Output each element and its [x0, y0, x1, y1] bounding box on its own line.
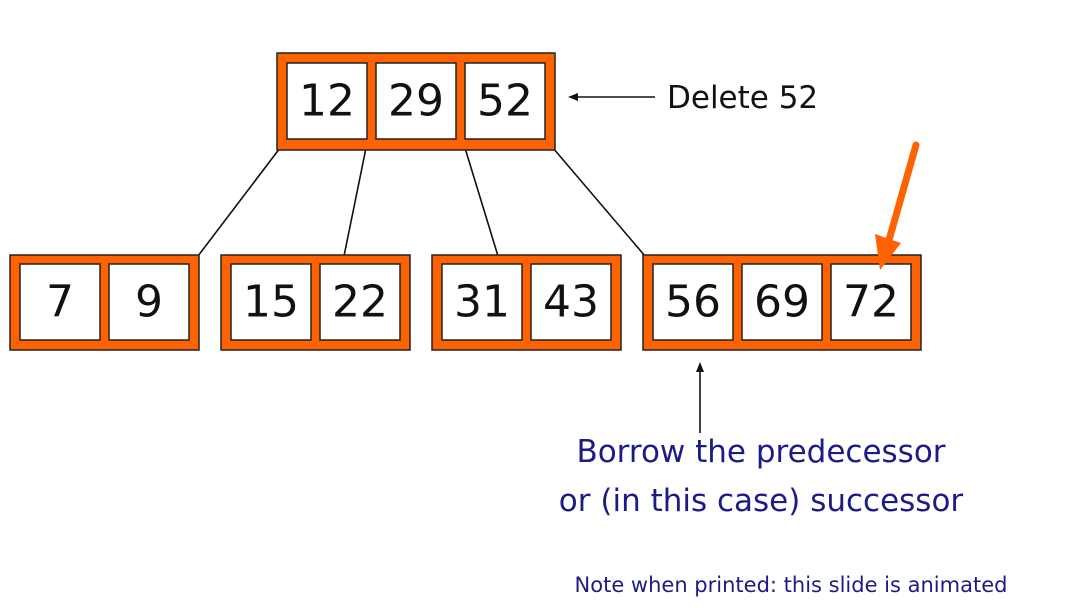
root-node: 12 29 52 — [276, 52, 556, 151]
root-key-1: 12 — [299, 76, 355, 127]
footnote: Note when printed: this slide is animate… — [575, 573, 1008, 597]
leaf-4-key-2: 69 — [754, 277, 810, 328]
root-key-box-3 — [464, 62, 546, 140]
leaf-1-key-box-2 — [108, 263, 190, 341]
tree-edges — [197, 147, 646, 257]
leaf-node-2: 15 22 — [220, 254, 411, 351]
edge-root-leaf-3 — [464, 147, 499, 257]
leaf-3-key-1: 31 — [454, 277, 510, 328]
edge-root-leaf-2 — [343, 147, 367, 257]
leaf-4-key-box-2 — [741, 263, 823, 341]
leaf-node-1: 7 9 — [9, 254, 200, 351]
explanation-line-2: or (in this case) successor — [559, 483, 964, 519]
leaf-4-key-box-1 — [652, 263, 734, 341]
successor-highlight-arrow — [875, 141, 920, 270]
leaf-2-key-box-2 — [319, 263, 401, 341]
leaf-4-key-3: 72 — [843, 277, 899, 328]
edge-root-leaf-4 — [552, 147, 646, 257]
leaf-4-key-1: 56 — [665, 277, 721, 328]
leaf-2-key-2: 22 — [332, 277, 388, 328]
root-key-box-1 — [286, 62, 368, 140]
root-key-box-2 — [375, 62, 457, 140]
leaf-3-key-box-1 — [441, 263, 523, 341]
leaf-3-key-box-2 — [530, 263, 612, 341]
root-key-2: 29 — [388, 76, 444, 127]
leaf-1-key-box-1 — [19, 263, 101, 341]
leaf-2-key-box-1 — [230, 263, 312, 341]
leaf-1-key-2: 9 — [135, 277, 163, 328]
edge-root-leaf-1 — [197, 147, 281, 257]
delete-label: Delete 52 — [667, 80, 818, 116]
root-key-3: 52 — [477, 76, 533, 127]
leaf-1-key-1: 7 — [46, 277, 74, 328]
explanation-line-1: Borrow the predecessor — [576, 434, 945, 470]
leaf-4-key-box-3 — [830, 263, 912, 341]
leaf-3-key-2: 43 — [543, 277, 599, 328]
leaf-node-3: 31 43 — [431, 254, 622, 351]
leaf-node-4: 56 69 72 — [642, 254, 922, 351]
leaf-2-key-1: 15 — [243, 277, 299, 328]
